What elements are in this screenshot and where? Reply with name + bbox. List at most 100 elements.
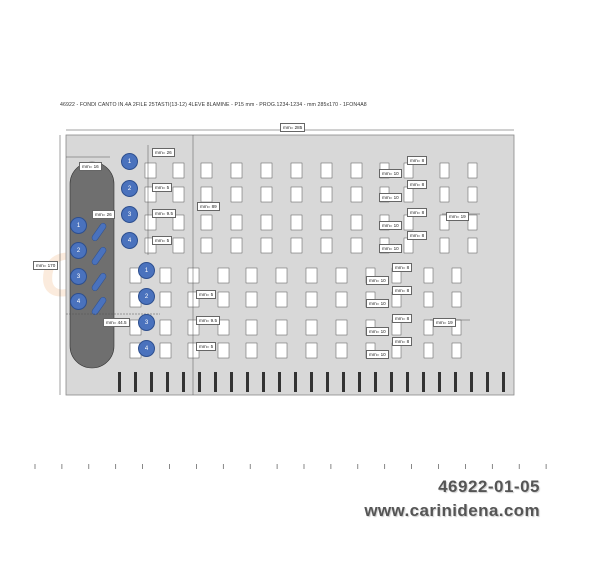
- key-hole: [275, 291, 288, 308]
- lever-circle-top-4: 4: [121, 232, 138, 249]
- key-hole: [350, 214, 363, 231]
- key-hole: [335, 267, 348, 284]
- website-url: www.carinidena.com: [364, 501, 540, 520]
- key-hole: [230, 237, 243, 254]
- key-holes: [129, 162, 478, 359]
- scale-ticks: [34, 464, 547, 469]
- blade-slot: [374, 372, 377, 392]
- drawing-title: 46922 - FONDI CANTO IN.4A 2FILE 25TASTI(…: [60, 102, 367, 108]
- key-hole: [320, 214, 333, 231]
- blade-slot: [326, 372, 329, 392]
- dim-width-label: mm= 285: [280, 123, 306, 132]
- blade-slots: [118, 372, 505, 392]
- dim-19-a-label: mm= 19: [446, 212, 469, 221]
- key-hole: [200, 162, 213, 179]
- key-hole: [245, 267, 258, 284]
- blade-slot: [134, 372, 137, 392]
- key-hole: [290, 162, 303, 179]
- key-hole-narrow: [467, 186, 478, 203]
- key-hole: [230, 214, 243, 231]
- dim-445-label: mm= 44.5: [103, 318, 130, 327]
- key-hole: [335, 319, 348, 336]
- dim-16-label: mm= 16: [79, 162, 102, 171]
- key-hole-narrow: [439, 237, 450, 254]
- blade-slot: [262, 372, 265, 392]
- key-hole: [159, 342, 172, 359]
- dim-8-d-label: mm= 8: [407, 231, 428, 240]
- lever-circle-left-2: 2: [70, 242, 87, 259]
- key-hole: [172, 214, 185, 231]
- dim-10-e-label: mm= 10: [366, 276, 389, 285]
- lever-mark: [91, 247, 107, 265]
- key-hole: [200, 214, 213, 231]
- blade-slot: [454, 372, 457, 392]
- lever-circle-left-1: 1: [70, 217, 87, 234]
- dim-8-g-label: mm= 8: [392, 314, 413, 323]
- blade-slot: [118, 372, 121, 392]
- dim-89-label: mm= 89: [197, 202, 220, 211]
- key-hole: [144, 214, 157, 231]
- key-hole: [320, 162, 333, 179]
- lever-circle-top-1: 1: [121, 153, 138, 170]
- blade-slot: [166, 372, 169, 392]
- dim-8-h-label: mm= 8: [392, 337, 413, 346]
- key-hole: [260, 237, 273, 254]
- blade-slot: [502, 372, 505, 392]
- key-hole-narrow: [451, 342, 462, 359]
- key-hole-narrow: [439, 162, 450, 179]
- key-hole: [350, 237, 363, 254]
- key-hole: [217, 319, 230, 336]
- key-hole: [275, 342, 288, 359]
- key-hole: [217, 291, 230, 308]
- dim-5-d-label: mm= 5: [196, 342, 217, 351]
- key-hole: [144, 186, 157, 203]
- blade-slot: [150, 372, 153, 392]
- key-hole: [275, 319, 288, 336]
- dim-10-f-label: mm= 10: [366, 299, 389, 308]
- key-hole-narrow: [439, 186, 450, 203]
- key-hole: [350, 186, 363, 203]
- dim-10-h-label: mm= 10: [366, 350, 389, 359]
- dim-26-label: mm= 26: [92, 210, 115, 219]
- lever-circle-top-3: 3: [121, 206, 138, 223]
- dim-95-a-label: mm= 9.5: [152, 209, 176, 218]
- blade-slot: [438, 372, 441, 392]
- lever-marks: [91, 223, 107, 315]
- key-hole-narrow: [423, 291, 434, 308]
- dim-8-a-label: mm= 8: [407, 156, 428, 165]
- key-hole: [305, 267, 318, 284]
- key-hole: [187, 267, 200, 284]
- blade-slot: [422, 372, 425, 392]
- blade-slot: [486, 372, 489, 392]
- key-hole: [290, 237, 303, 254]
- lever-mark: [91, 273, 107, 291]
- key-hole-narrow: [451, 291, 462, 308]
- key-hole: [320, 237, 333, 254]
- key-hole: [172, 186, 185, 203]
- dim-height-label: mm= 170: [33, 261, 59, 270]
- key-hole: [172, 162, 185, 179]
- key-hole: [245, 319, 258, 336]
- dim-8-f-label: mm= 8: [392, 286, 413, 295]
- blade-slot: [470, 372, 473, 392]
- key-hole: [275, 267, 288, 284]
- key-hole-narrow: [467, 162, 478, 179]
- lever-circle-mid-1: 1: [138, 262, 155, 279]
- blade-slot: [358, 372, 361, 392]
- blade-slot: [230, 372, 233, 392]
- key-hole: [350, 162, 363, 179]
- key-hole: [335, 342, 348, 359]
- key-hole: [245, 342, 258, 359]
- key-hole: [159, 319, 172, 336]
- key-hole: [187, 319, 200, 336]
- key-hole: [320, 186, 333, 203]
- key-hole: [260, 186, 273, 203]
- key-hole: [260, 214, 273, 231]
- lever-circle-left-3: 3: [70, 268, 87, 285]
- blade-slot: [390, 372, 393, 392]
- blade-slot: [294, 372, 297, 392]
- lever-circle-mid-2: 2: [138, 288, 155, 305]
- key-hole-narrow: [403, 214, 414, 231]
- dim-5-b-label: mm= 5: [152, 236, 173, 245]
